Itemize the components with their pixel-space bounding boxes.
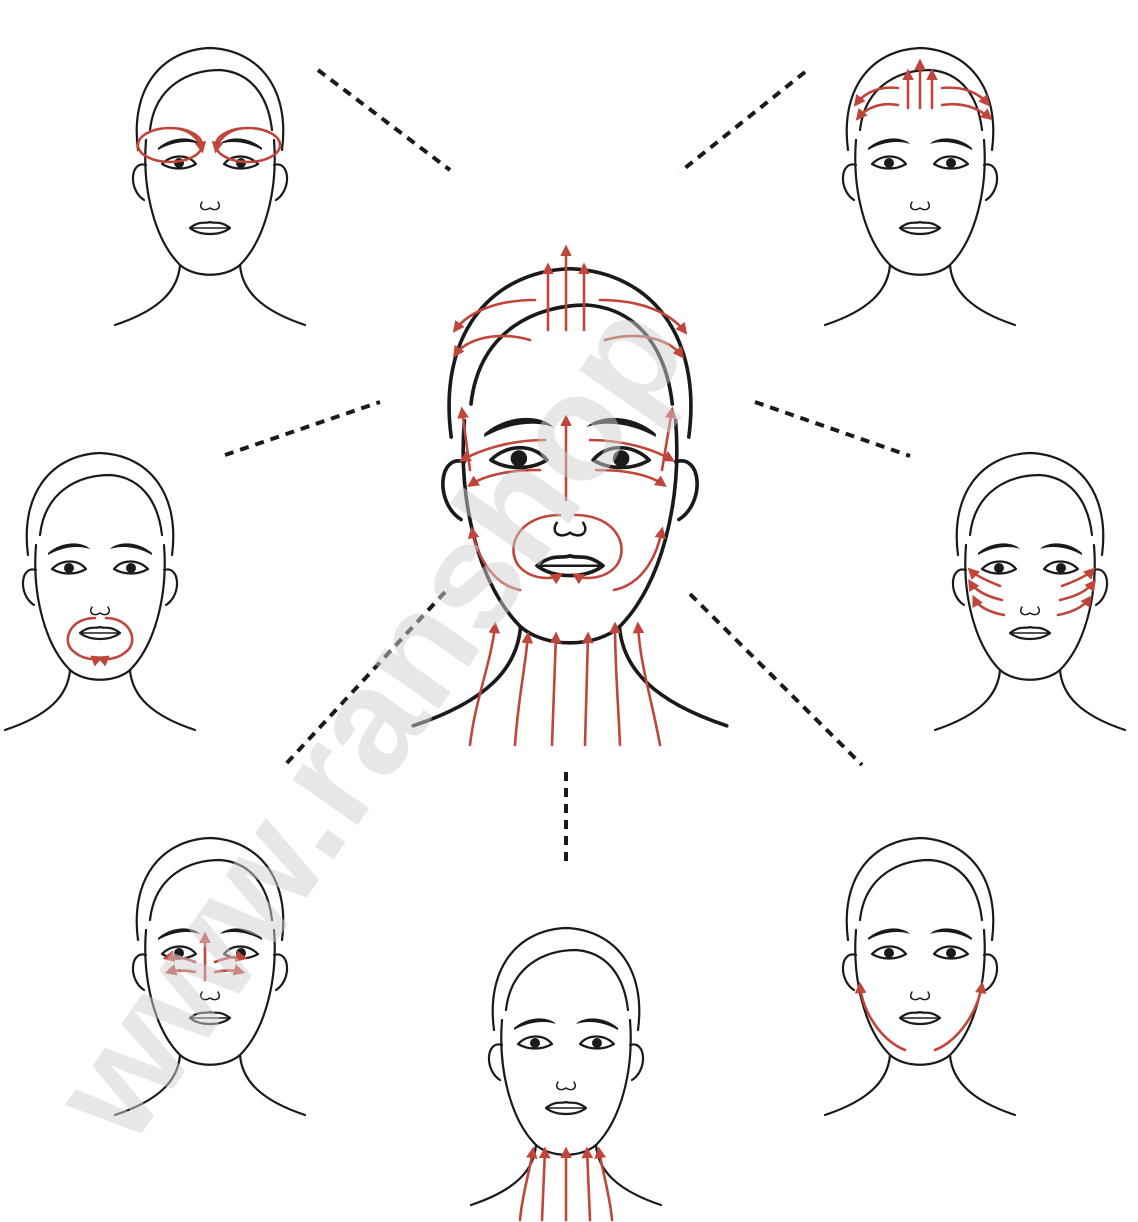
connector-top-left [318,70,450,170]
face-mid-left-mouth [5,453,195,730]
connector-bottom-right [690,594,862,765]
arrows-eyes [138,128,280,162]
connector-mid-left [225,402,380,455]
connector-top-right [680,72,805,172]
face-bottom-center-neck [471,928,661,1220]
face-top-right-forehead [825,48,1015,325]
arrows-cheeks [970,570,1094,615]
face-bottom-right-jawline [825,838,1015,1115]
face-top-left-eyes [115,48,305,325]
connector-mid-right [755,402,910,456]
face-mid-right-cheeks [935,453,1125,730]
arrows-neck [520,1150,612,1220]
